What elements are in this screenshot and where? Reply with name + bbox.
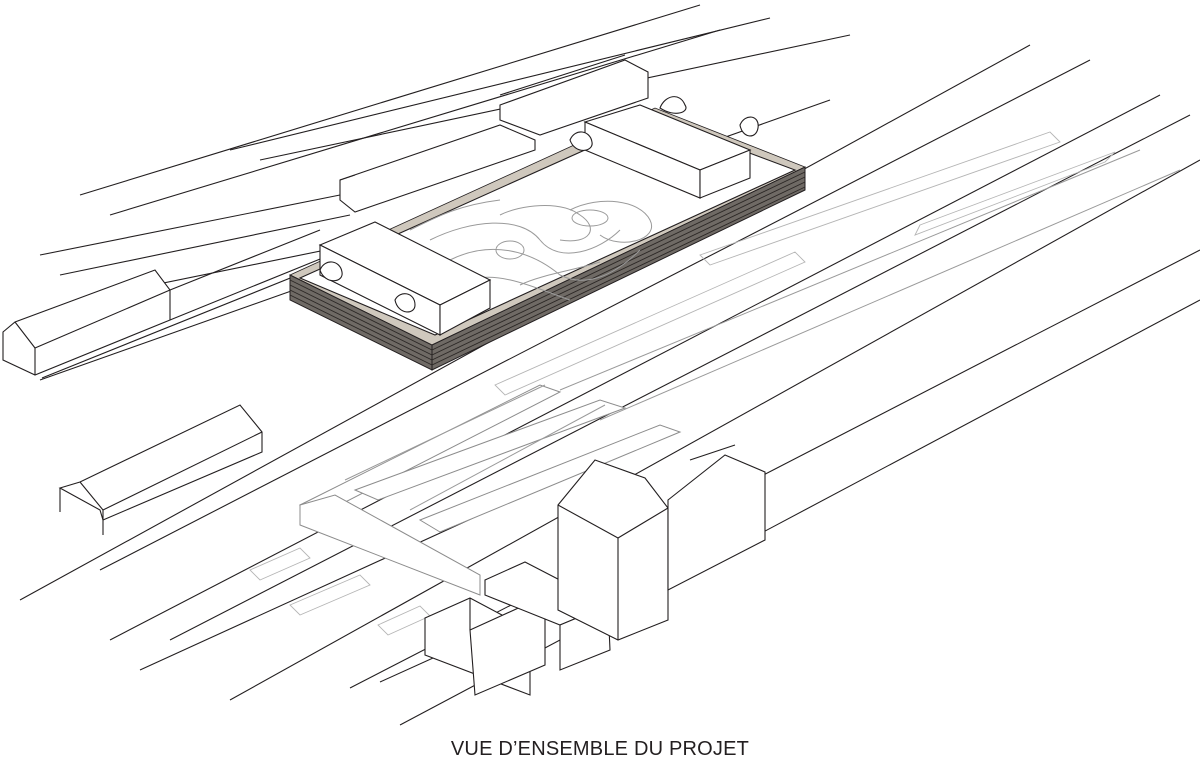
drawing-caption: VUE D’ENSEMBLE DU PROJET <box>450 738 750 760</box>
pavilion-block-west <box>318 221 492 336</box>
raised-park-platform <box>289 96 807 371</box>
pavilion-block-east <box>583 104 752 199</box>
rail-tracks <box>19 4 1200 726</box>
hall-southwest <box>58 404 263 535</box>
station-halls-south <box>298 384 682 596</box>
station-building-cluster <box>424 444 766 696</box>
trees <box>319 96 759 313</box>
station-halls-north <box>339 54 649 213</box>
